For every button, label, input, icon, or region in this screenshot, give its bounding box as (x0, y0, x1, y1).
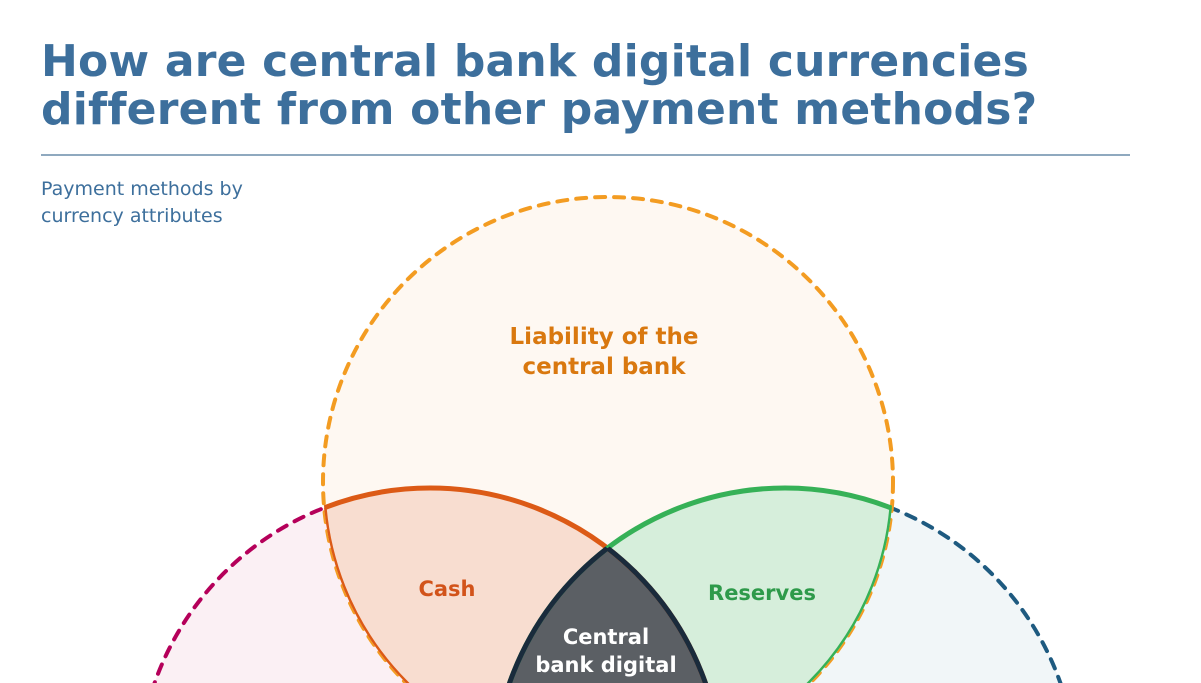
cbdc-label: Central bank digital (535, 623, 676, 679)
cash-outline (323, 485, 725, 683)
title-line-1: How are central bank digital currencies (41, 36, 1029, 87)
liability-label-line-1: Liability of the (509, 324, 699, 350)
reserves-outline (490, 485, 893, 683)
cbdc-label-line-1: Central (562, 625, 650, 649)
liability-set-outline (321, 195, 895, 683)
title-divider (41, 154, 1130, 156)
subtitle-line-2: currency attributes (41, 205, 223, 227)
liability-label-line-2: central bank (522, 354, 686, 380)
title-line-2: different from other payment methods? (41, 84, 1038, 135)
reserves-label: Reserves (708, 581, 816, 605)
cbdc-label-line-2: bank digital (535, 653, 677, 677)
cbdc-region (493, 488, 722, 683)
subtitle-line-1: Payment methods by (41, 178, 243, 200)
page-title: How are central bank digital currencies … (41, 38, 1037, 134)
liability-label: Liability of the central bank (510, 322, 699, 382)
cash-label: Cash (418, 577, 476, 601)
subtitle: Payment methods by currency attributes (41, 176, 243, 230)
